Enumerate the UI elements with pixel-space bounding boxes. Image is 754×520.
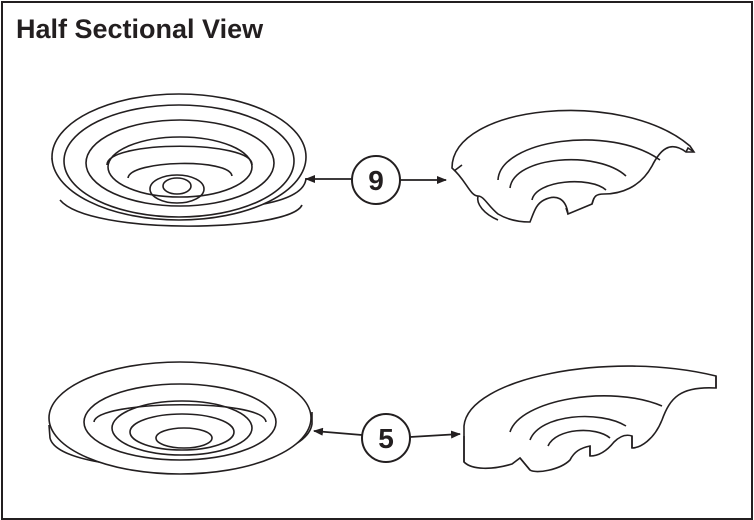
part-5-full-view (48, 361, 313, 475)
callout-5-arrow-right (409, 430, 461, 439)
part-5-half-section (463, 365, 717, 473)
callout-5-arrow-left (313, 427, 363, 436)
figure-title: Half Sectional View (16, 14, 264, 44)
callout-9-circle (351, 155, 401, 205)
part-9-full-view (51, 93, 307, 227)
callout-9: 9 (305, 155, 447, 205)
callout-5-number: 5 (378, 423, 394, 454)
callout-5: 5 (313, 413, 461, 463)
callout-5-circle (361, 413, 411, 463)
part-9-half-section (451, 109, 696, 223)
callout-9-number: 9 (368, 165, 384, 196)
